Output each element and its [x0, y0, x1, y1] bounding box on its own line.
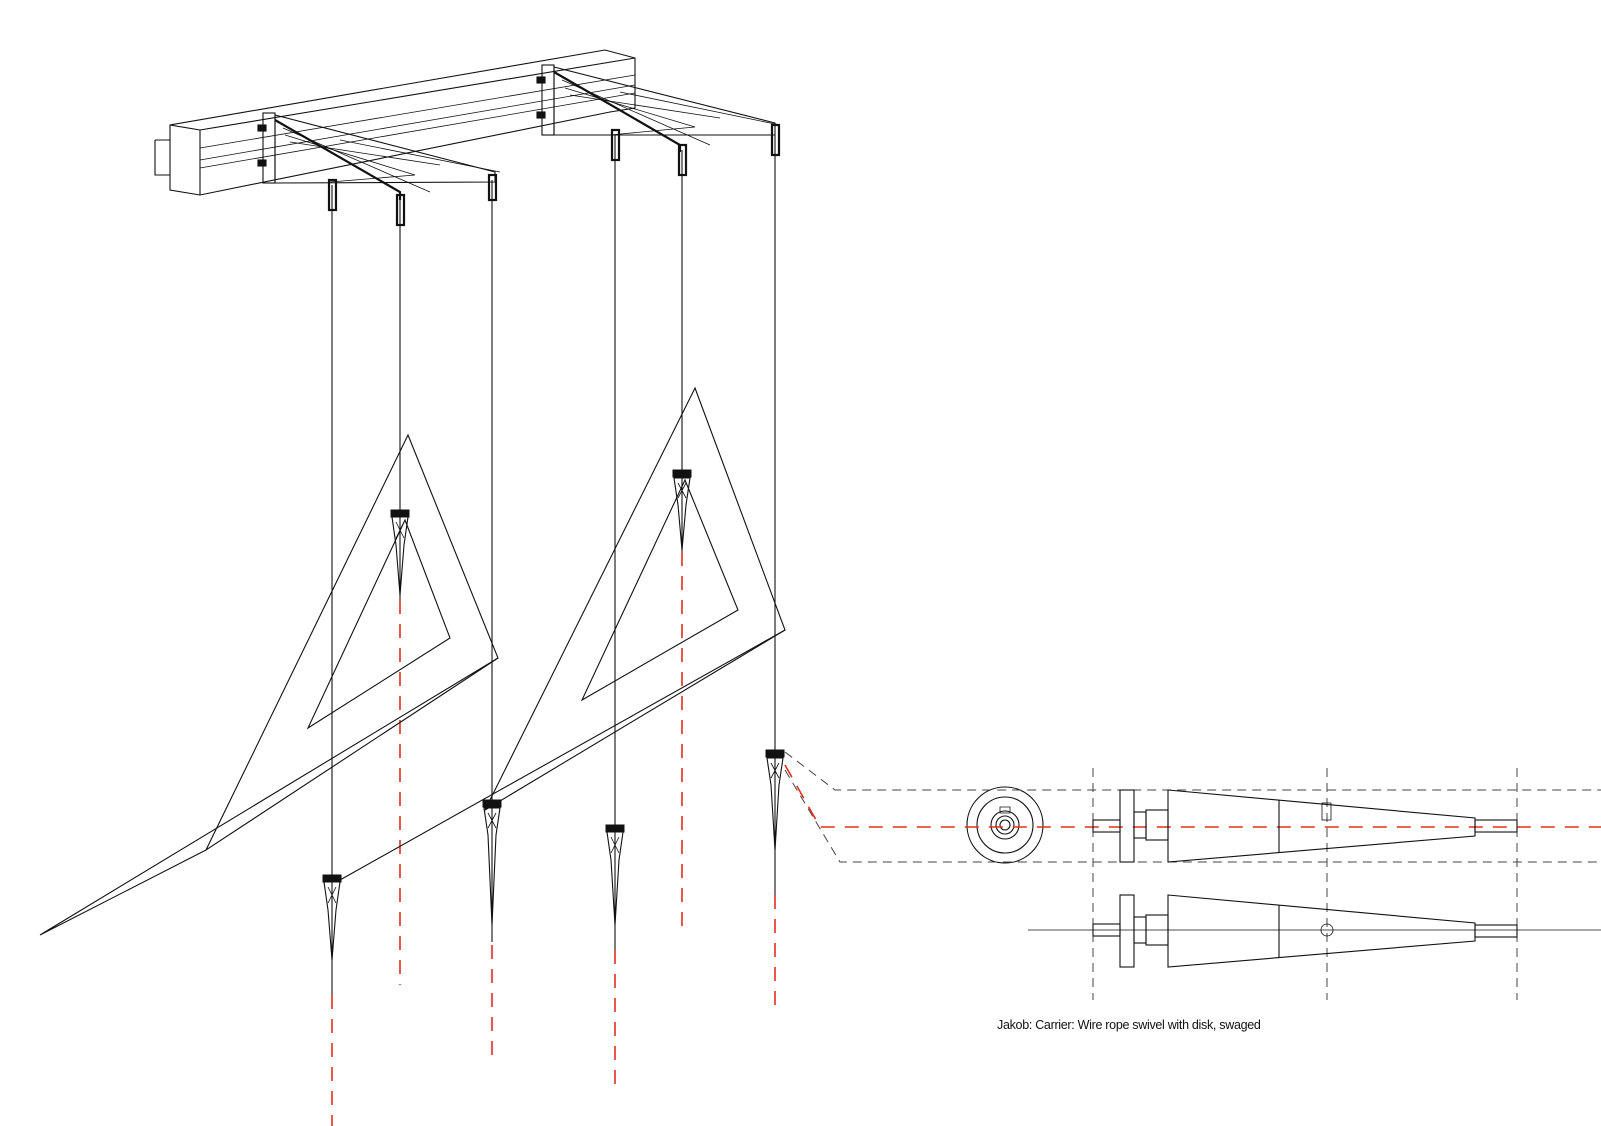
drawing-caption: Jakob: Carrier: Wire rope swivel with di… [997, 1018, 1261, 1032]
wire-2 [390, 193, 410, 600]
wire-5 [672, 143, 692, 552]
detail-front-view [966, 786, 1044, 864]
detail-elevation-top [1092, 789, 1518, 863]
wire-6 [765, 123, 785, 895]
wire-1 [322, 178, 342, 995]
detail-axis [784, 764, 1601, 828]
bracket-right [536, 64, 781, 152]
support-beam [154, 49, 636, 196]
wire-4 [605, 128, 625, 950]
set-square-right [339, 386, 786, 881]
construction-lines [784, 751, 1601, 1000]
detail-elevation-bottom [1028, 894, 1601, 968]
plumb-axes [331, 552, 776, 1126]
bracket-left [257, 112, 501, 200]
set-square-left [39, 433, 499, 936]
wire-3 [482, 173, 502, 942]
